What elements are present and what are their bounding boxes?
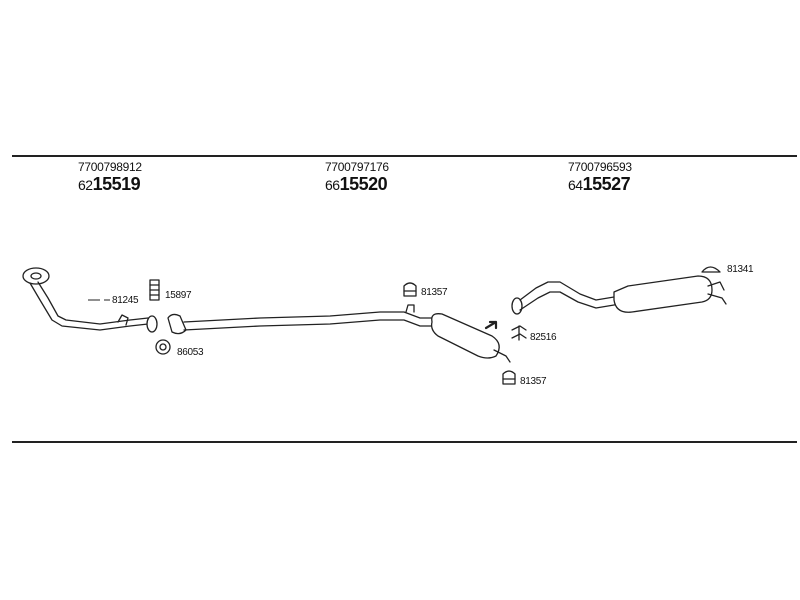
clamp-82516: [511, 325, 527, 341]
part-prefix: 64: [568, 177, 583, 193]
part-number: 6215519: [78, 174, 142, 195]
part-main: 15520: [339, 174, 388, 194]
front-joint-ring: [146, 315, 158, 333]
callout-81341: 81341: [727, 264, 754, 275]
part-label-rear-silencer: 7700796593 6415527: [568, 160, 632, 195]
callout-15897: 15897: [165, 290, 192, 301]
gasket-86053: [155, 339, 171, 355]
rubber-hanger-bottom: [502, 370, 516, 385]
callout-81357-bottom: 81357: [520, 376, 547, 387]
front-hanger: [117, 314, 129, 326]
callout-82516: 82516: [530, 332, 557, 343]
part-prefix: 66: [325, 177, 340, 193]
part-number: 6415527: [568, 174, 632, 195]
middle-pipe-lower: [183, 319, 436, 331]
part-label-front-pipe: 7700798912 6215519: [78, 160, 142, 195]
oe-number: 7700796593: [568, 160, 632, 174]
joint-arrow: [484, 320, 498, 330]
part-label-middle-silencer: 7700797176 6615520: [325, 160, 389, 195]
oe-number: 7700797176: [325, 160, 389, 174]
part-prefix: 62: [78, 177, 93, 193]
rear-pipe-upper: [519, 281, 621, 301]
oe-number: 7700798912: [78, 160, 142, 174]
part-number: 6615520: [325, 174, 389, 195]
middle-hanger: [405, 304, 415, 313]
rear-pipe-lower: [519, 291, 621, 311]
callout-81245: 81245: [112, 295, 139, 306]
bottom-divider: [12, 441, 797, 443]
front-pipe: [29, 282, 149, 331]
callout-86053: 86053: [177, 347, 204, 358]
rubber-hanger-top: [403, 282, 417, 297]
rubber-hanger-rear: [701, 266, 721, 273]
middle-pipe-upper: [183, 311, 436, 323]
clamp-joint: [167, 313, 187, 335]
front-pipe-lower: [37, 281, 149, 325]
top-divider: [12, 155, 797, 157]
part-main: 15527: [582, 174, 631, 194]
rear-silencer: [613, 275, 727, 313]
callout-81357-top: 81357: [421, 287, 448, 298]
front-flange: [22, 267, 50, 285]
clamp-15897: [149, 279, 160, 301]
part-main: 15519: [92, 174, 141, 194]
middle-silencer: [430, 313, 511, 363]
